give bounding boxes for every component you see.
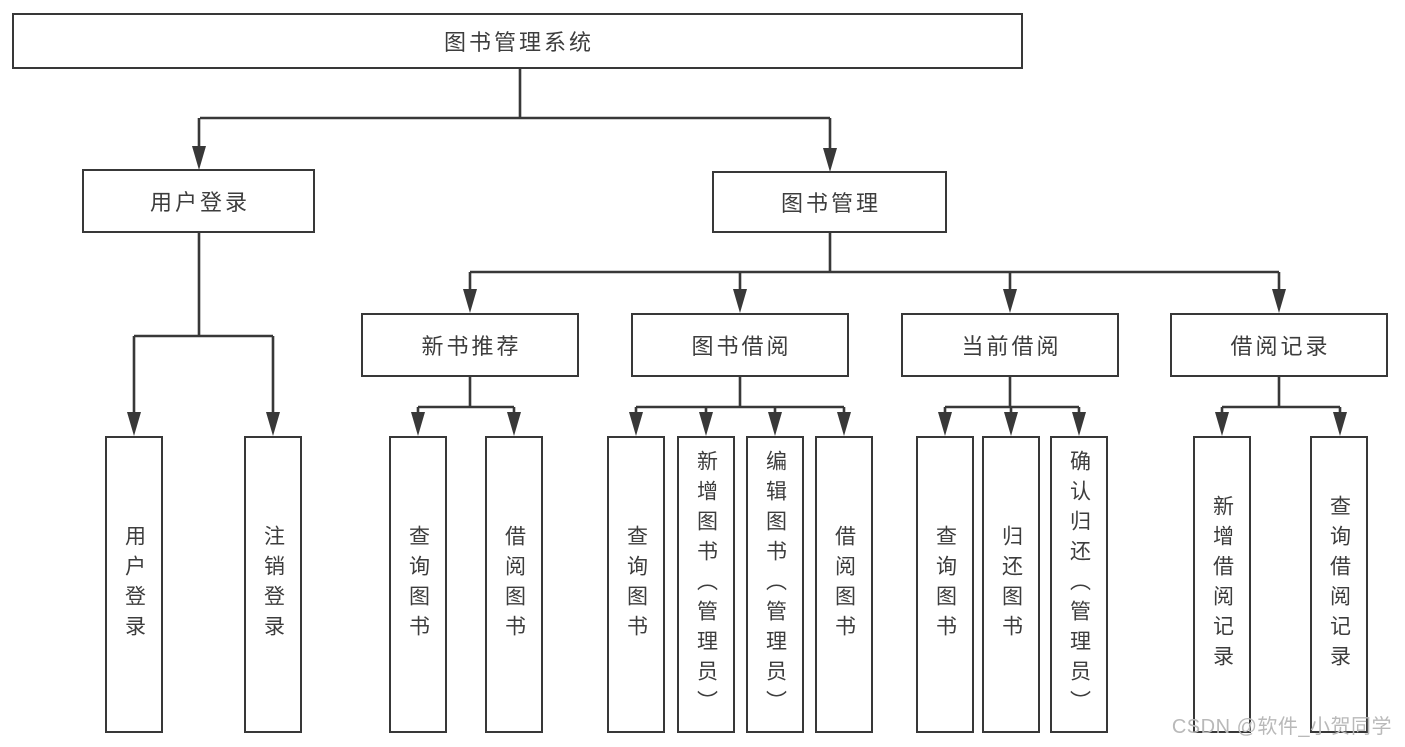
node-book-borrow: 图书借阅 [631, 313, 849, 377]
leaf-return-book: 归还图书 [982, 436, 1040, 733]
leaf-user-login: 用户登录 [105, 436, 163, 733]
leaf-query-borrow-record: 查询借阅记录 [1310, 436, 1368, 733]
node-user-login-branch: 用户登录 [82, 169, 315, 233]
node-current-borrow: 当前借阅 [901, 313, 1119, 377]
connector-borrow-records-children [1215, 377, 1347, 436]
node-book-management-branch: 图书管理 [712, 171, 947, 233]
node-library-management-system: 图书管理系统 [12, 13, 1023, 69]
connector-root-to-level1 [192, 69, 837, 172]
csdn-watermark: CSDN @软件_小贺同学 [1171, 716, 1392, 738]
leaf-add-book-admin: 新增图书（管理员） [677, 436, 735, 733]
leaf-add-borrow-record: 新增借阅记录 [1193, 436, 1251, 733]
leaf-borrow-books-borrow: 借阅图书 [815, 436, 873, 733]
connector-book-borrow-children [629, 377, 851, 436]
connector-book-management-children [463, 233, 1286, 313]
leaf-confirm-return-admin: 确认归还（管理员） [1050, 436, 1108, 733]
connector-user-login-children [127, 233, 280, 436]
leaf-query-books-borrow: 查询图书 [607, 436, 665, 733]
leaf-edit-book-admin: 编辑图书（管理员） [746, 436, 804, 733]
leaf-query-books-recommend: 查询图书 [389, 436, 447, 733]
leaf-borrow-books-recommend: 借阅图书 [485, 436, 543, 733]
connector-new-book-recommend-children [411, 377, 521, 436]
node-borrow-records: 借阅记录 [1170, 313, 1388, 377]
node-new-book-recommend: 新书推荐 [361, 313, 579, 377]
leaf-logout: 注销登录 [244, 436, 302, 733]
connector-current-borrow-children [938, 377, 1086, 436]
leaf-query-books-current: 查询图书 [916, 436, 974, 733]
